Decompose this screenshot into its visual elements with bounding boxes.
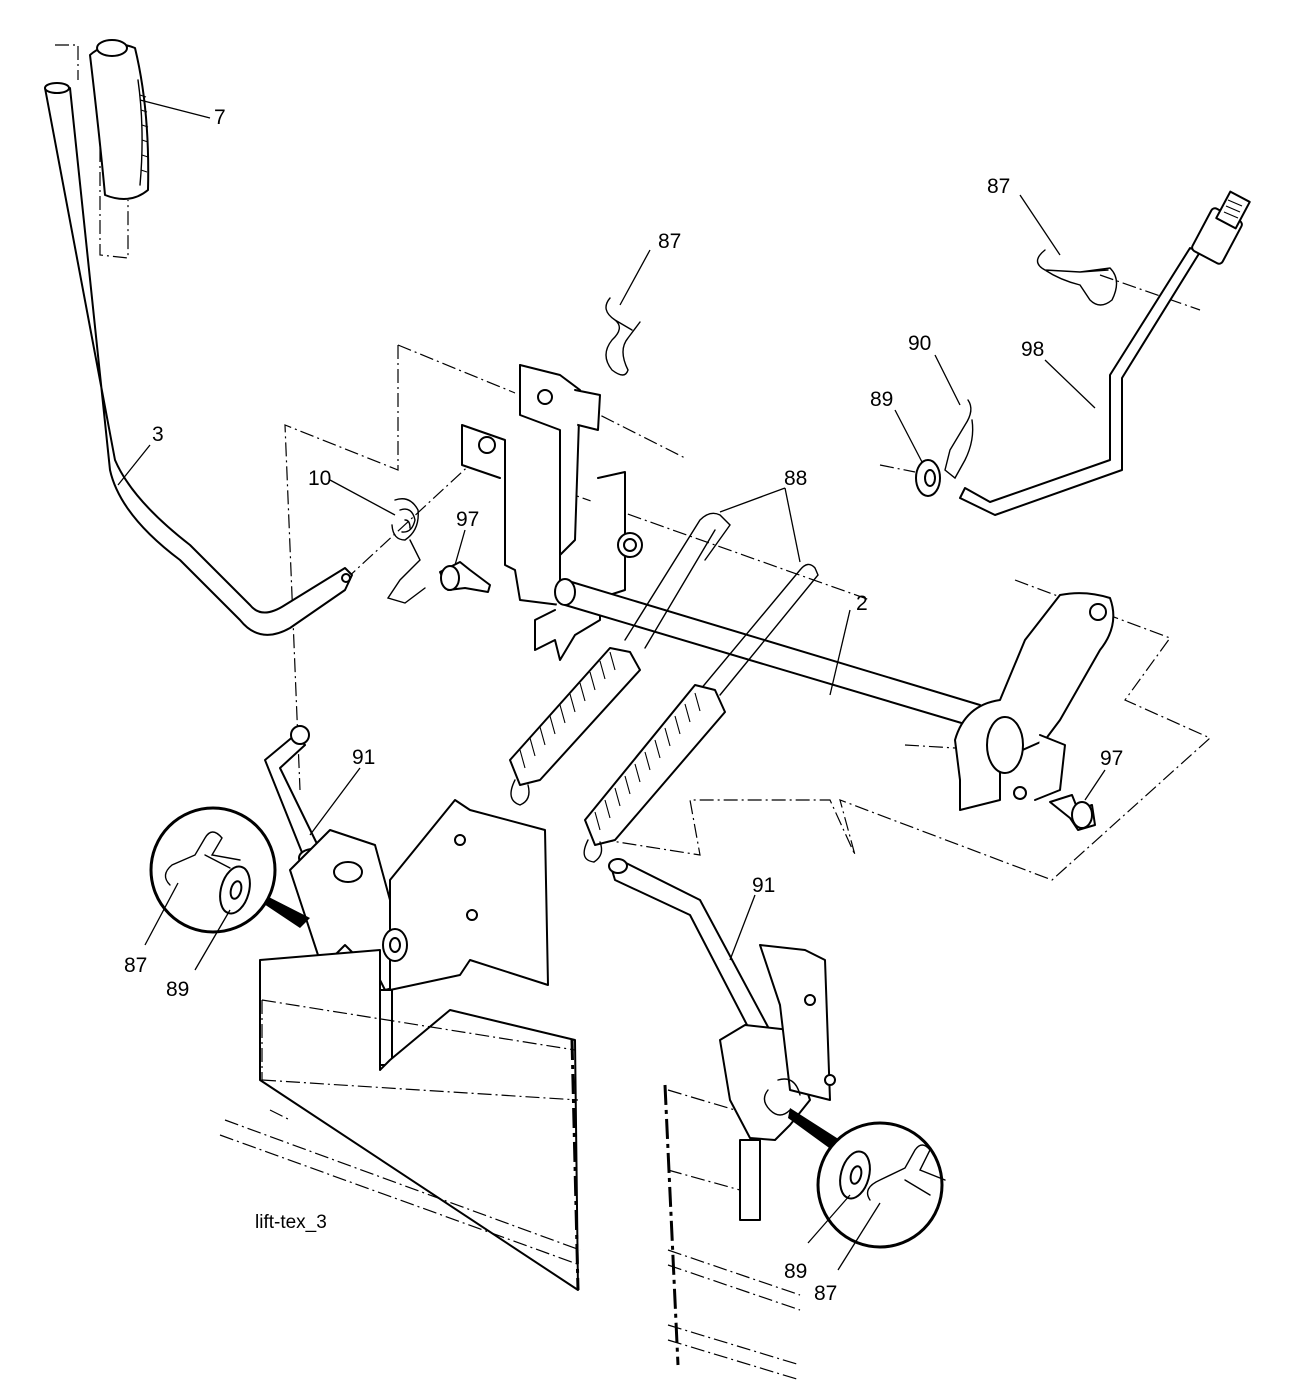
callout-90: 90 [908,332,931,355]
callout-89-detail-left: 89 [166,978,189,1001]
bolt-part-97-left [439,561,491,593]
callout-3: 3 [152,423,164,446]
callout-87-detail-right: 87 [814,1282,837,1305]
construction-lines [55,44,1212,881]
lift-springs-part-88 [509,512,819,863]
callout-91-right: 91 [752,874,775,897]
leader-lines [117,99,1106,1271]
detail-circle-left [149,806,310,934]
callout-labels: 7 3 10 97 87 87 90 98 89 88 2 97 91 91 8… [124,106,1123,1305]
detail-circle-right [788,1108,946,1249]
lift-lever-part-3 [44,82,353,636]
callout-87-right: 87 [987,175,1010,198]
rock-shaft-part-2 [554,578,1115,811]
adjustment-rod-part-98 [959,190,1251,516]
right-deck-hanger [719,944,836,1221]
cotter-pin-part-90 [944,399,974,480]
callout-7: 7 [214,106,226,129]
callout-91-left: 91 [352,746,375,769]
bolt-part-97-right [1049,794,1096,831]
torsion-spring-part-10 [386,498,426,604]
hairpin-clip-part-87-upper [605,297,641,376]
callout-87-top: 87 [658,230,681,253]
mower-deck-left [219,949,581,1291]
callout-88: 88 [784,467,807,490]
handle-grip-part-7 [89,39,150,200]
left-deck-hanger [289,799,549,1066]
callout-89-upper: 89 [870,388,893,411]
lift-link-part-91-right [608,858,777,1054]
callout-98: 98 [1021,338,1044,361]
diagram-caption: lift-tex_3 [255,1212,327,1233]
callout-87-detail-left: 87 [124,954,147,977]
callout-10: 10 [308,467,331,490]
hairpin-clip-part-87-right [1036,249,1118,306]
washer-part-89-upper [915,459,941,497]
callout-97-right: 97 [1100,747,1123,770]
callout-2: 2 [856,592,868,615]
mower-deck-right [663,1084,801,1381]
callout-97-left: 97 [456,508,479,531]
callout-89-detail-right: 89 [784,1260,807,1283]
center-mounting-bracket [461,364,643,661]
